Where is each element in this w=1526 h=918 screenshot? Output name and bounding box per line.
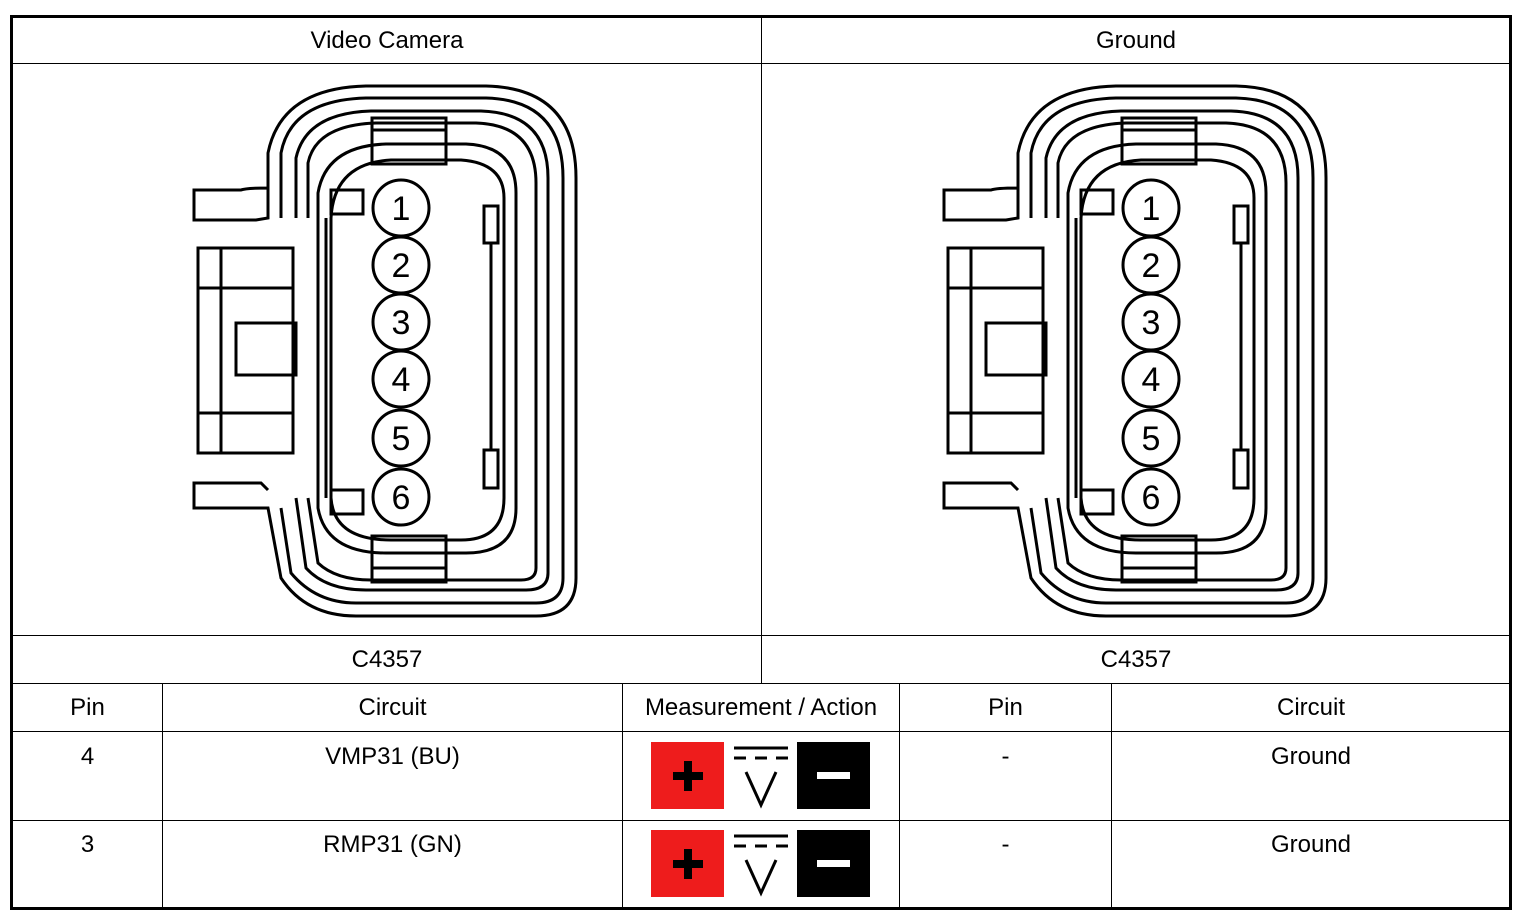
divider-col-pin2 xyxy=(1111,684,1112,907)
header-pin-2: Pin xyxy=(988,693,1023,721)
connector-code-left: C4357 xyxy=(351,645,423,673)
connector-diagram-left: 1 2 3 4 5 6 xyxy=(192,84,578,618)
row-2-circuit: RMP31 (GN) xyxy=(323,831,462,858)
divider-connectors xyxy=(761,18,762,683)
dc-volts-icon xyxy=(734,834,788,897)
row-1-dc-voltage-meter-icon xyxy=(651,742,870,809)
connector-title-left: Video Camera xyxy=(310,26,464,54)
pin-label-2: 2 xyxy=(392,247,411,285)
pin-label-3: 3 xyxy=(1142,304,1161,342)
row-2-pin: 3 xyxy=(80,831,95,858)
wiring-table-frame xyxy=(10,15,1512,910)
divider-row-1 xyxy=(12,820,1510,821)
divider-table-header xyxy=(12,731,1510,732)
divider-col-circuit xyxy=(622,684,623,907)
row-1-circuit: VMP31 (BU) xyxy=(325,743,460,770)
connector-code-right: C4357 xyxy=(1100,645,1172,673)
pin-label-4: 4 xyxy=(392,361,411,399)
pin-label-3: 3 xyxy=(392,304,411,342)
pin-label-2: 2 xyxy=(1142,247,1161,285)
header-circuit: Circuit xyxy=(358,693,427,721)
connector-title-right: Ground xyxy=(1095,26,1177,54)
connector-diagram-right: 1 2 3 4 5 6 xyxy=(942,84,1328,618)
row-1-pin-2: - xyxy=(1001,743,1010,770)
header-pin: Pin xyxy=(70,693,105,721)
dc-volts-icon xyxy=(734,746,788,809)
pin-label-1: 1 xyxy=(1142,190,1161,228)
negative-probe-icon xyxy=(797,742,870,809)
positive-probe-icon xyxy=(651,742,724,809)
row-2-circuit-2: Ground xyxy=(1270,831,1352,858)
pin-label-5: 5 xyxy=(392,420,411,458)
row-1-circuit-2: Ground xyxy=(1270,743,1352,770)
header-measurement: Measurement / Action xyxy=(644,693,878,721)
pin-label-5: 5 xyxy=(1142,420,1161,458)
negative-probe-icon xyxy=(797,830,870,897)
pin-label-6: 6 xyxy=(392,479,411,517)
pin-label-4: 4 xyxy=(1142,361,1161,399)
divider-col-pin xyxy=(162,684,163,907)
positive-probe-icon xyxy=(651,830,724,897)
row-2-pin-2: - xyxy=(1001,831,1010,858)
row-1-pin: 4 xyxy=(80,743,95,770)
row-2-dc-voltage-meter-icon xyxy=(651,830,870,897)
pin-label-1: 1 xyxy=(392,190,411,228)
divider-col-measurement xyxy=(899,684,900,907)
divider-connector-code xyxy=(12,683,1510,684)
header-circuit-2: Circuit xyxy=(1276,693,1345,721)
pin-label-6: 6 xyxy=(1142,479,1161,517)
